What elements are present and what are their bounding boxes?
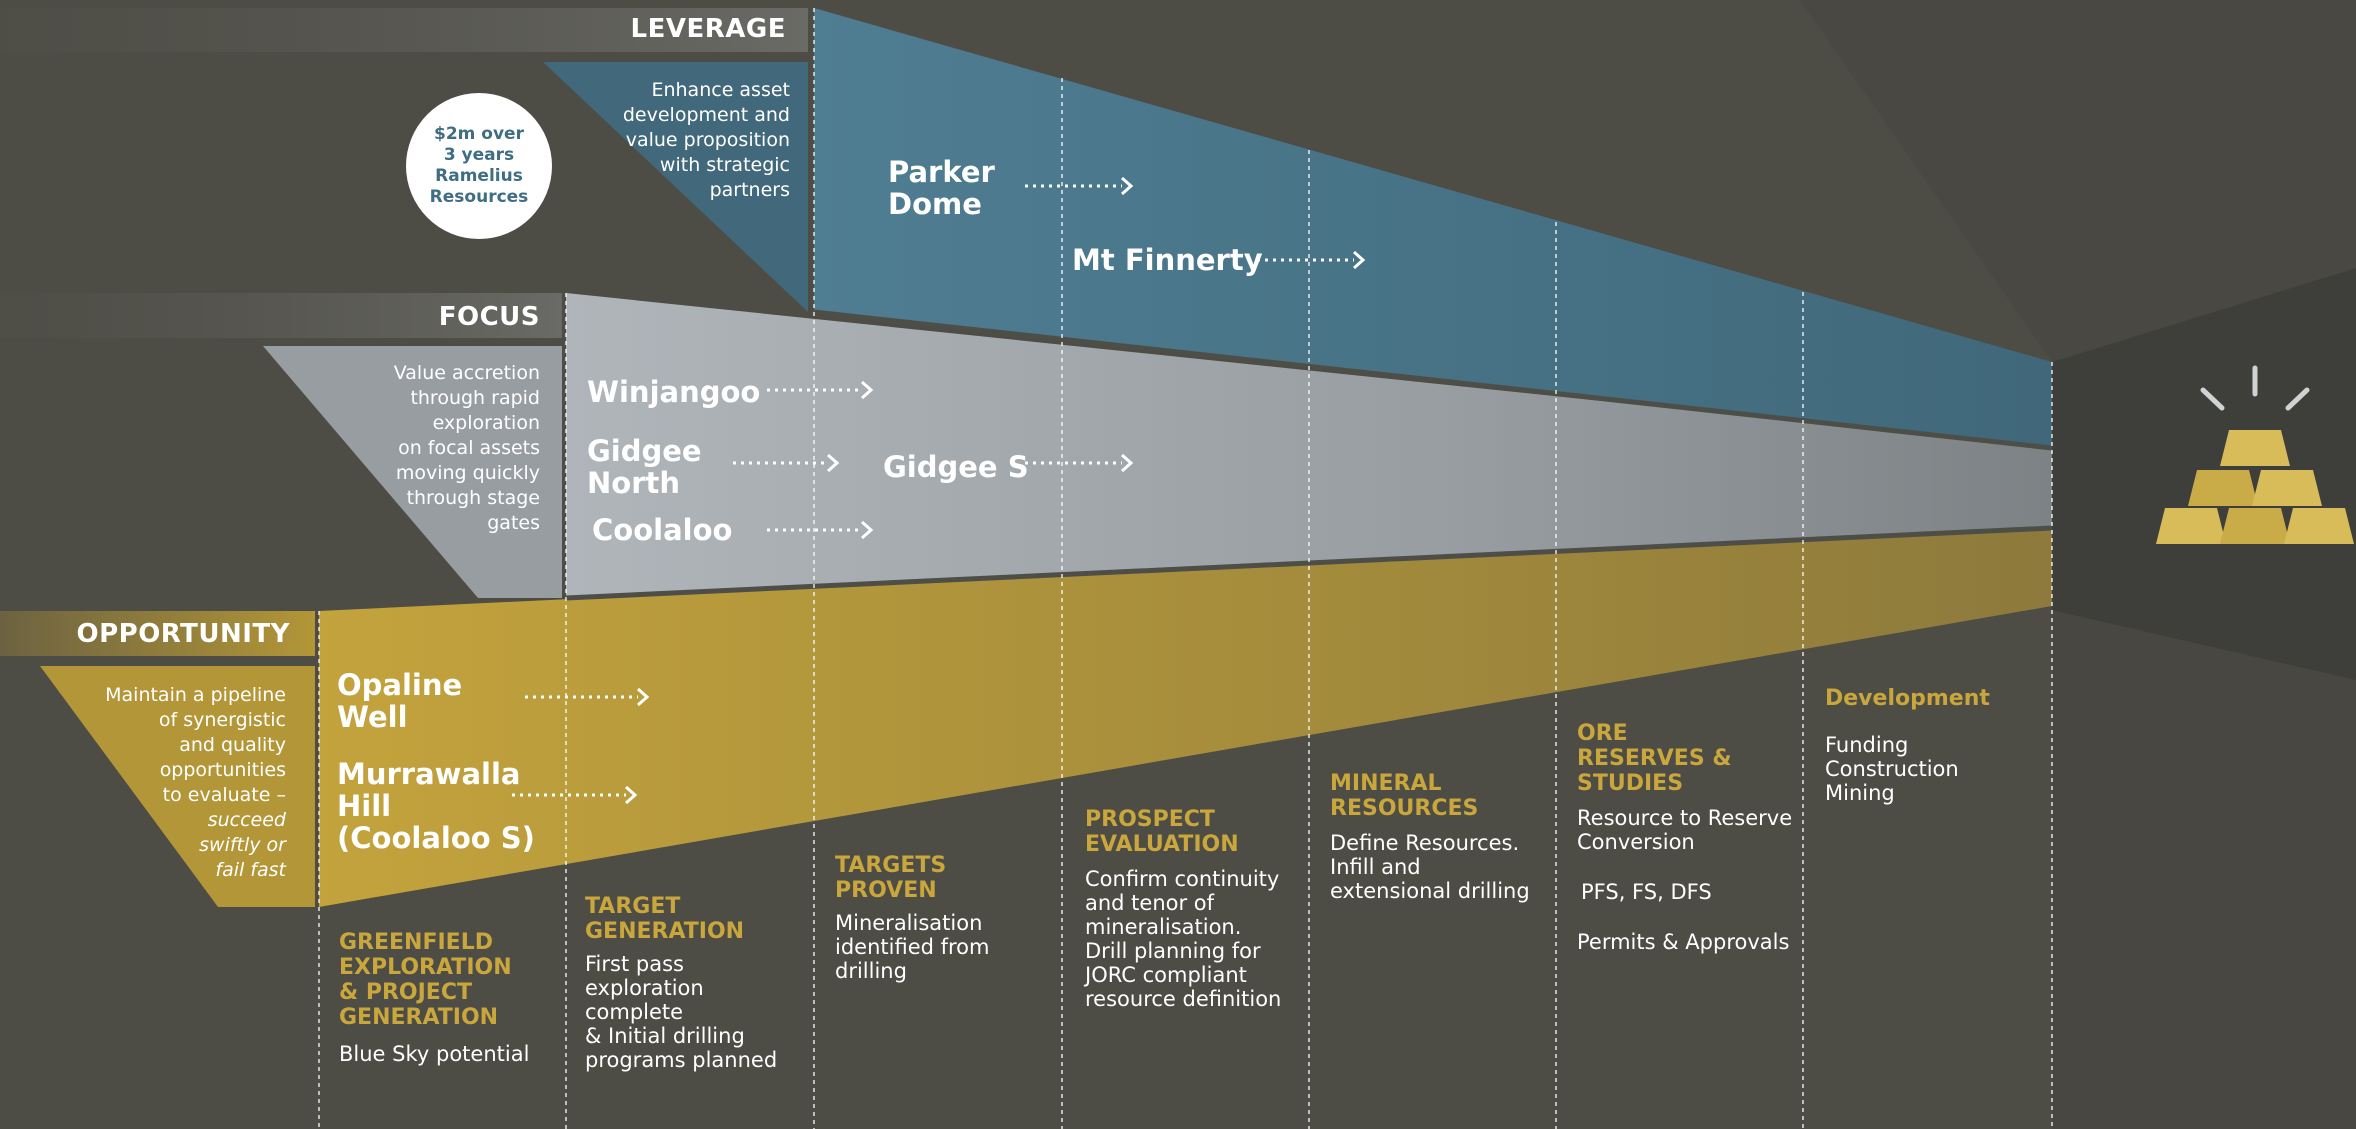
stage-title: Development [1825, 686, 1990, 711]
stage-description: Confirm continuity and tenor of minerali… [1085, 867, 1282, 1011]
ceiling-shade [1800, 0, 2356, 362]
leverage-side-panel [543, 62, 808, 312]
project-coolaloo: Coolaloo [592, 513, 733, 547]
stage-ore-reserves: ORE RESERVES & STUDIES Resource to Reser… [1577, 721, 1797, 954]
focus-description: Value accretion through rapid exploratio… [393, 362, 540, 534]
stage-description: Blue Sky potential [339, 1042, 530, 1066]
project-parker-dome: Parker Dome [888, 155, 995, 221]
stage-title: GREENFIELD EXPLORATION & PROJECT GENERAT… [339, 930, 512, 1030]
stage-description: Funding Construction Mining [1825, 733, 1959, 805]
stage-mineral-resources: MINERAL RESOURCES Define Resources. Infi… [1330, 771, 1550, 903]
project-opaline-well: Opaline Well [337, 668, 463, 734]
project-gidgee-s: Gidgee S [883, 450, 1029, 484]
stage-title: PROSPECT EVALUATION [1085, 807, 1239, 857]
opportunity-side-panel [40, 666, 315, 907]
opportunity-wedge [319, 528, 2052, 907]
stage-prospect-evaluation: PROSPECT EVALUATION Confirm continuity a… [1085, 807, 1305, 1011]
stage-title: TARGETS PROVEN [835, 853, 947, 903]
leverage-description: Enhance asset development and value prop… [622, 79, 790, 201]
arrow-right-icon [512, 176, 1366, 805]
stage-description-extra: Permits & Approvals [1577, 930, 1790, 954]
stage-dividers [318, 8, 2053, 1129]
stage-description: Resource to Reserve Conversion [1577, 806, 1793, 854]
stage-title: TARGET GENERATION [585, 894, 745, 944]
stage-greenfield: GREENFIELD EXPLORATION & PROJECT GENERAT… [339, 930, 559, 1066]
project-gidgee-north: Gidgee North [587, 434, 702, 500]
stage-description-extra: PFS, FS, DFS [1581, 880, 1712, 904]
gold-bars-icon [2156, 365, 2354, 544]
focus-wedge [566, 293, 2052, 598]
opportunity-description-main: Maintain a pipeline of synergistic and q… [105, 684, 286, 806]
opportunity-description-italic: succeed swiftly or fail fast [199, 809, 286, 881]
stage-description: First pass exploration complete & Initia… [585, 952, 778, 1072]
stage-targets-proven: TARGETS PROVEN Mineralisation identified… [835, 853, 1055, 983]
stage-target-generation: TARGET GENERATION First pass exploration… [585, 894, 805, 1072]
leverage-wedge [814, 8, 2052, 448]
stage-title: ORE RESERVES & STUDIES [1577, 721, 1732, 796]
leverage-label: LEVERAGE [630, 14, 786, 44]
project-murrawalla-hill: Murrawalla Hill (Coolaloo S) [337, 757, 535, 855]
opportunity-header-strip [0, 611, 315, 656]
stage-title: MINERAL RESOURCES [1330, 771, 1479, 821]
focus-side-panel [263, 346, 562, 598]
leverage-header-strip [0, 8, 808, 52]
focus-label: FOCUS [438, 302, 540, 332]
funding-badge-text: $2m over 3 years Ramelius Resources [429, 124, 529, 207]
stage-description: Mineralisation identified from drilling [835, 911, 990, 983]
funding-badge: $2m over 3 years Ramelius Resources [406, 93, 552, 239]
focus-header-strip [0, 293, 562, 338]
project-mt-finnerty: Mt Finnerty [1072, 243, 1263, 277]
project-winjangoo: Winjangoo [587, 375, 761, 409]
stage-development: Development Funding Construction Mining [1825, 686, 2025, 805]
floor-shade [2052, 610, 2356, 1129]
opportunity-label: OPPORTUNITY [76, 619, 290, 649]
stage-description: Define Resources. Infill and extensional… [1330, 831, 1530, 903]
opportunity-description: Maintain a pipeline of synergistic and q… [90, 683, 286, 883]
